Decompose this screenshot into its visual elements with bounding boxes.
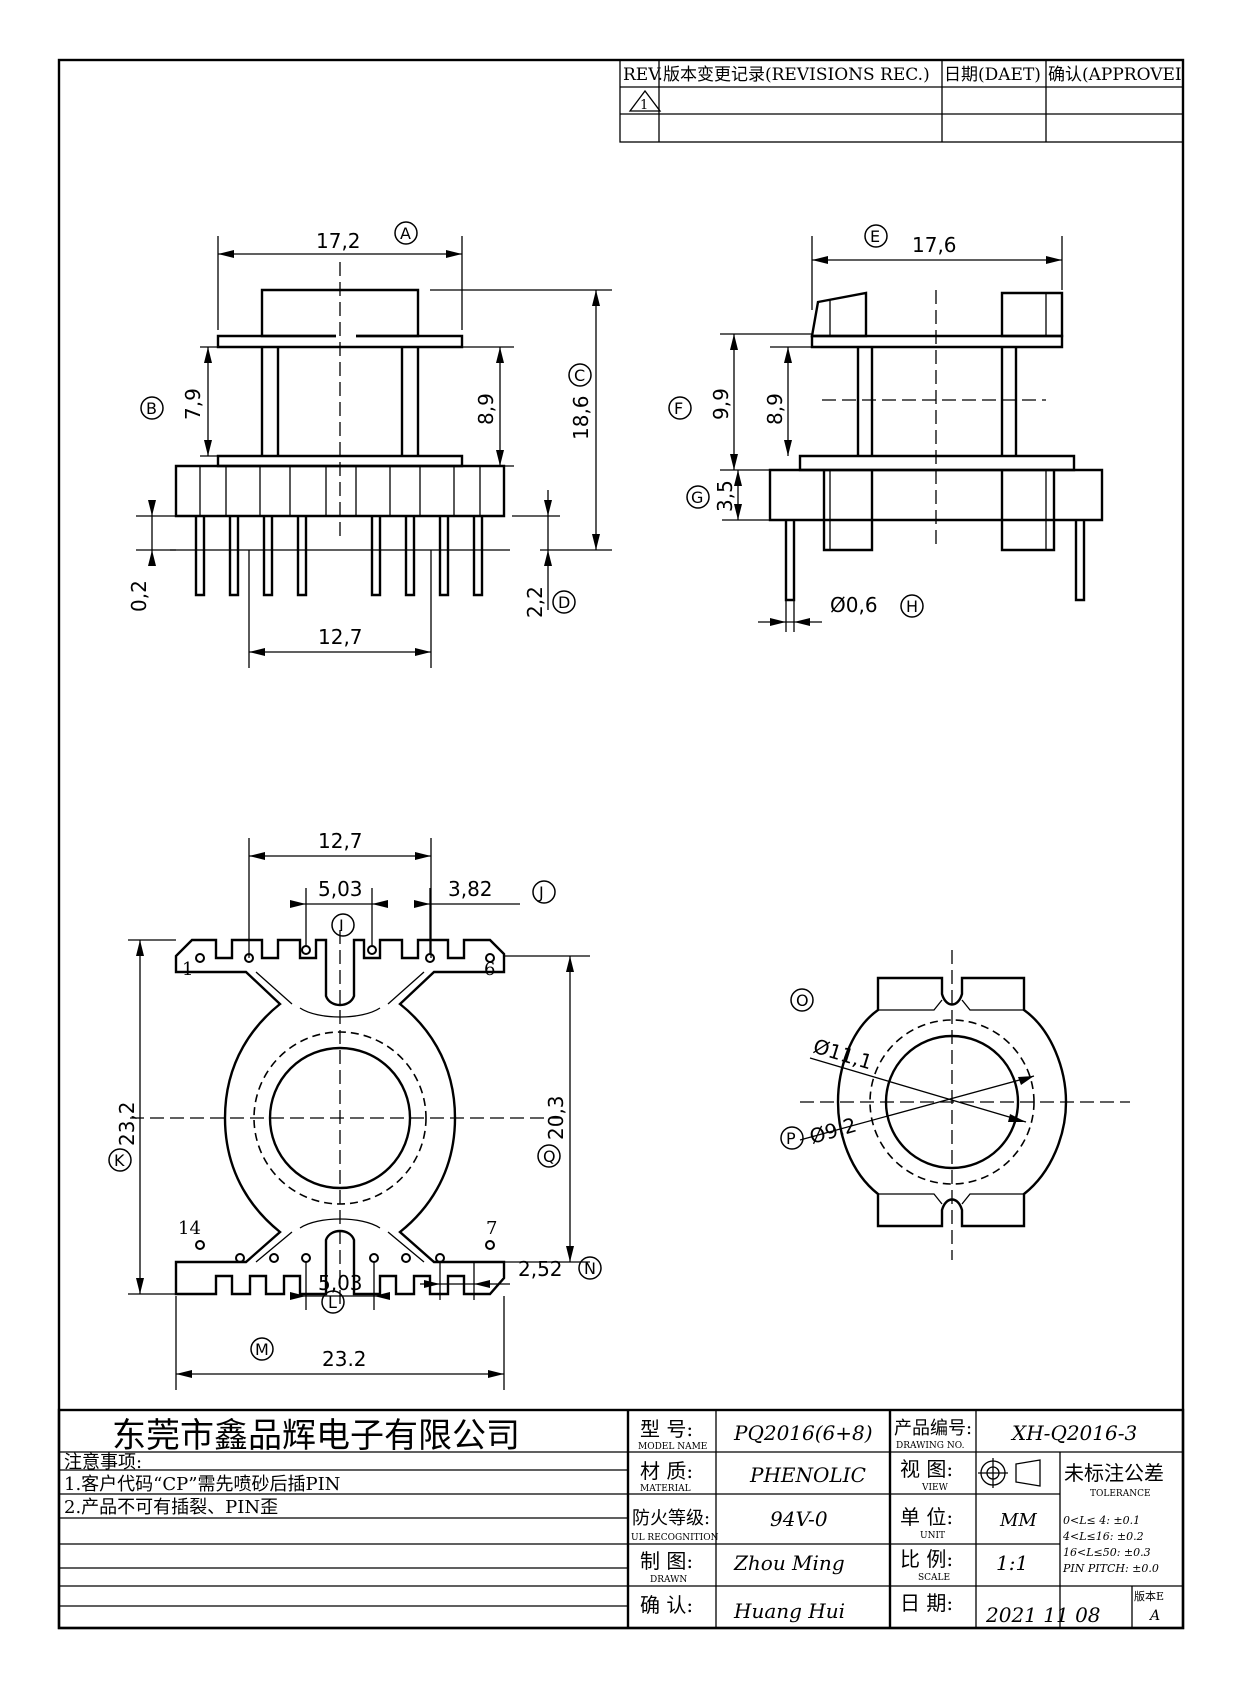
model-label: 型 号: bbox=[640, 1417, 693, 1441]
model-sub: MODEL NAME bbox=[638, 1442, 707, 1452]
bottom-dim-height-right: 20,3 bbox=[544, 1095, 568, 1140]
side-dim-width: 17,6 bbox=[912, 233, 957, 257]
version-label: 版本E bbox=[1134, 1589, 1164, 1603]
material-label: 材 质: bbox=[640, 1459, 693, 1483]
pin-number-6: 6 bbox=[484, 959, 495, 980]
top-view: Ø11,1 Ø9,2 O P bbox=[780, 950, 1130, 1260]
dim-height-core2: 8,9 bbox=[474, 393, 498, 425]
dim-width-top: 17,2 bbox=[316, 229, 361, 253]
rev-mark: 1 bbox=[640, 98, 648, 113]
approve-header: 确认(APPROVEI bbox=[1048, 65, 1182, 85]
note-2: 2.产品不可有插裂、PIN歪 bbox=[64, 1497, 278, 1518]
bottom-dim-edge-bottom: 2,52 bbox=[518, 1257, 563, 1281]
rev-header: REV. bbox=[623, 65, 663, 85]
tolerance-row-3: 16<L≤50: ±0.3 bbox=[1063, 1546, 1151, 1559]
marker-n: N bbox=[584, 1259, 596, 1278]
note-1: 1.客户代码“CP”需先喷砂后插PIN bbox=[64, 1474, 340, 1495]
pin-number-14: 14 bbox=[178, 1218, 201, 1239]
marker-i: I bbox=[339, 916, 344, 935]
dim-pin-len: 2,2 bbox=[523, 586, 547, 618]
side-dim-pin-dia: Ø0,6 bbox=[830, 593, 878, 617]
drawn-label: 制 图: bbox=[640, 1549, 693, 1573]
marker-h: H bbox=[906, 597, 918, 616]
fire-sub: UL RECOGNITION bbox=[631, 1533, 719, 1543]
tolerance-sub: TOLERANCE bbox=[1090, 1489, 1151, 1499]
unit-label: 单 位: bbox=[900, 1505, 953, 1529]
bottom-dim-width-bottom: 23.2 bbox=[322, 1347, 367, 1371]
side-dim-h2: 8,9 bbox=[763, 393, 787, 425]
bottom-view: 1 6 14 7 12,7 5,03 3,82 23,2 20,3 bbox=[108, 829, 602, 1390]
top-dim-inner-dia: Ø9,2 bbox=[807, 1113, 859, 1149]
sheet-border bbox=[57, 58, 1185, 1630]
bottom-dim-height-left: 23,2 bbox=[115, 1101, 139, 1146]
scale-sub: SCALE bbox=[918, 1573, 950, 1583]
check-label: 确 认: bbox=[640, 1593, 693, 1617]
revision-triangle-icon bbox=[628, 89, 662, 112]
projection-symbol-icon bbox=[978, 1458, 1041, 1488]
date-header: 日期(DAET) bbox=[944, 65, 1041, 85]
drawn-sub: DRAWN bbox=[650, 1575, 687, 1585]
scale-value: 1:1 bbox=[996, 1551, 1028, 1575]
marker-g: G bbox=[691, 488, 703, 507]
marker-f: F bbox=[674, 399, 683, 418]
bottom-dim-edge-top: 3,82 bbox=[448, 877, 493, 901]
pin-number-1: 1 bbox=[182, 959, 193, 980]
pin-number-7: 7 bbox=[486, 1218, 497, 1239]
model-value: PQ2016(6+8) bbox=[733, 1421, 873, 1445]
bottom-dim-pitch-top: 5,03 bbox=[318, 877, 363, 901]
marker-e: E bbox=[870, 227, 880, 246]
view-sub: VIEW bbox=[921, 1483, 949, 1493]
marker-m: M bbox=[255, 1340, 269, 1359]
side-dim-h1: 9,9 bbox=[709, 388, 733, 420]
company-name: 东莞市鑫品辉电子有限公司 bbox=[112, 1416, 520, 1456]
marker-o: O bbox=[796, 991, 809, 1010]
drawing-no-sub: DRAWING NO. bbox=[896, 1441, 965, 1451]
marker-q: Q bbox=[543, 1147, 556, 1166]
revision-table: REV. 版本变更记录(REVISIONS REC.) 日期(DAET) 确认(… bbox=[619, 59, 1184, 143]
view-label: 视 图: bbox=[900, 1457, 953, 1481]
marker-a: A bbox=[400, 224, 411, 243]
material-sub: MATERIAL bbox=[640, 1484, 691, 1494]
material-value: PHENOLIC bbox=[749, 1463, 866, 1487]
version-value: A bbox=[1148, 1608, 1160, 1624]
unit-sub: UNIT bbox=[920, 1531, 945, 1541]
marker-c: C bbox=[574, 366, 585, 385]
fire-value: 94V-0 bbox=[770, 1507, 828, 1531]
date-value: 2021 11 08 bbox=[985, 1603, 1101, 1627]
dim-height-total: 18,6 bbox=[569, 395, 593, 440]
marker-b: B bbox=[146, 399, 157, 418]
date-label: 日 期: bbox=[900, 1591, 953, 1615]
revisions-header: 版本变更记录(REVISIONS REC.) bbox=[663, 65, 930, 85]
side-view: 17,6 9,9 8,9 3,5 Ø0,6 E F G H bbox=[668, 224, 1104, 632]
tolerance-row-2: 4<L≤16: ±0.2 bbox=[1062, 1530, 1144, 1543]
drawing-no-value: XH-Q2016-3 bbox=[1010, 1421, 1137, 1445]
scale-label: 比 例: bbox=[900, 1547, 953, 1571]
title-block: 东莞市鑫品辉电子有限公司 注意事项: 1.客户代码“CP”需先喷砂后插PIN 2… bbox=[57, 1408, 1185, 1630]
drawn-value: Zhou Ming bbox=[733, 1551, 845, 1575]
tolerance-row-1: 0<L≤ 4: ±0.1 bbox=[1063, 1514, 1140, 1527]
marker-k: K bbox=[114, 1151, 125, 1170]
dim-pin-span: 12,7 bbox=[318, 625, 363, 649]
front-view: 17,2 7,9 8,9 18,6 0,2 2,2 bbox=[127, 221, 612, 668]
bottom-dim-pitch-bottom: 5,03 bbox=[318, 1271, 363, 1295]
side-dim-base: 3,5 bbox=[713, 480, 737, 512]
fire-label: 防火等级: bbox=[632, 1508, 710, 1529]
bottom-dim-span-top: 12,7 bbox=[318, 829, 363, 853]
notes-title: 注意事项: bbox=[64, 1452, 142, 1473]
marker-p: P bbox=[786, 1129, 796, 1148]
drawing-no-label: 产品编号: bbox=[894, 1418, 972, 1439]
tolerance-row-4: PIN PITCH: ±0.0 bbox=[1062, 1562, 1159, 1575]
check-value: Huang Hui bbox=[733, 1599, 845, 1623]
dim-height-core: 7,9 bbox=[181, 388, 205, 420]
tolerance-title: 未标注公差 bbox=[1064, 1461, 1164, 1485]
marker-j: J bbox=[538, 883, 544, 902]
marker-l: L bbox=[328, 1293, 337, 1312]
dim-pin-gap: 0,2 bbox=[127, 580, 151, 612]
unit-value: MM bbox=[999, 1510, 1037, 1531]
marker-d: D bbox=[558, 593, 570, 612]
